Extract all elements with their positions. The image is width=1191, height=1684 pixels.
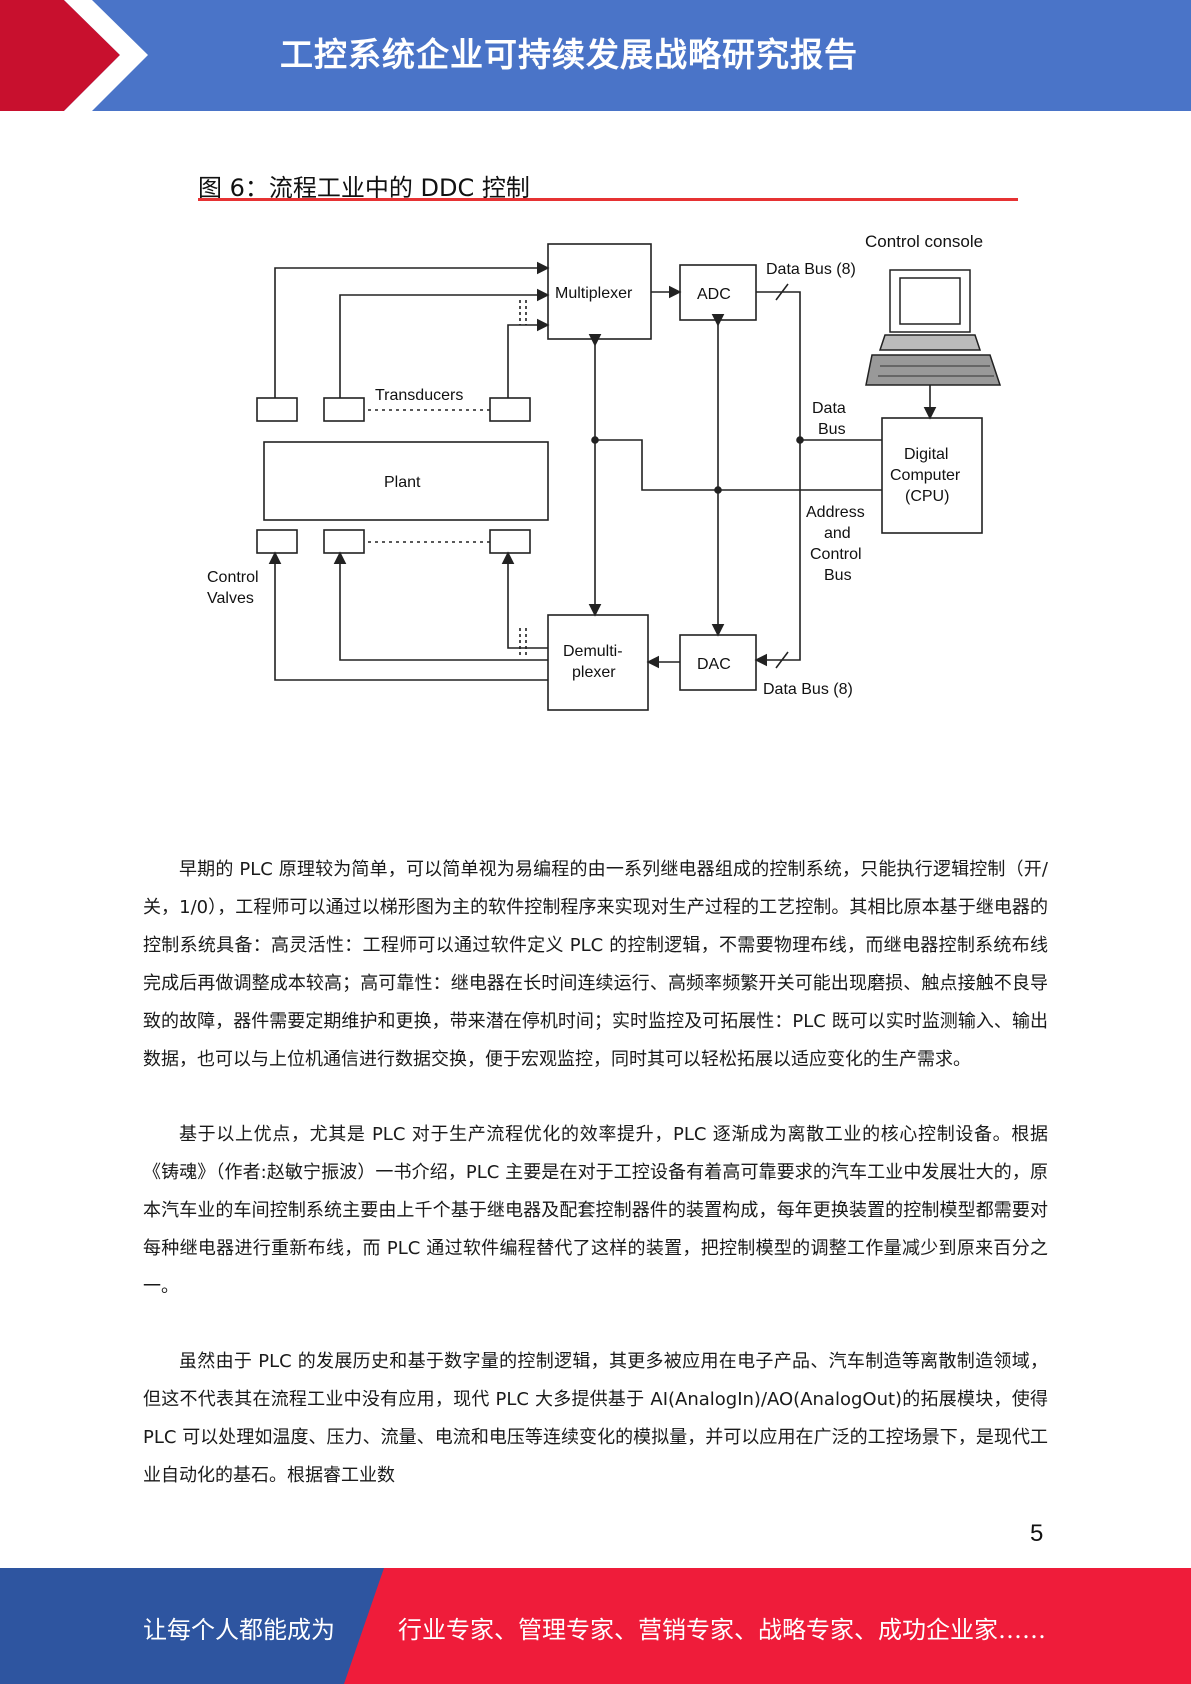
footer-background xyxy=(0,1568,1191,1684)
transducer-box-2 xyxy=(323,397,365,422)
label-address-bus-3: Control xyxy=(810,546,862,563)
valve-box-3 xyxy=(489,529,531,554)
label-demultiplexer-1: Demulti- xyxy=(563,643,623,660)
ddc-control-diagram: Control console Multiplexer ADC Data Bus… xyxy=(207,232,1002,711)
footer-slogan-left: 让每个人都能成为 xyxy=(143,1616,335,1644)
label-control-console: Control console xyxy=(865,232,983,251)
valve-box-1 xyxy=(256,529,298,554)
label-data-bus-right-1: Data xyxy=(812,400,846,417)
header-chevron-decoration xyxy=(0,0,148,111)
label-digital-computer-1: Digital xyxy=(904,446,948,463)
paragraph-1: 早期的 PLC 原理较为简单，可以简单视为易编程的由一系列继电器组成的控制系统，… xyxy=(143,859,1048,1070)
label-address-bus-2: and xyxy=(824,525,851,542)
label-transducers: Transducers xyxy=(375,387,463,404)
label-adc: ADC xyxy=(697,286,731,303)
valve-box-2 xyxy=(323,529,365,554)
page-footer: 让每个人都能成为 行业专家、管理专家、营销专家、战略专家、成功企业家…… xyxy=(0,1568,1191,1684)
transducer-box-3 xyxy=(489,397,531,422)
label-dac: DAC xyxy=(697,656,731,673)
figure-title: 图 6：流程工业中的 DDC 控制 xyxy=(198,174,530,202)
page-header: 工控系统企业可持续发展战略研究报告 xyxy=(0,0,1191,111)
label-digital-computer-3: (CPU) xyxy=(905,488,949,505)
label-control-valves-2: Valves xyxy=(207,590,254,607)
control-console-icon xyxy=(865,269,1002,386)
report-title: 工控系统企业可持续发展战略研究报告 xyxy=(280,35,858,74)
plant-box xyxy=(263,441,549,521)
label-digital-computer-2: Computer xyxy=(890,467,961,484)
label-control-valves-1: Control xyxy=(207,569,259,586)
figure-title-rule xyxy=(198,198,1018,201)
body-text: 早期的 PLC 原理较为简单，可以简单视为易编程的由一系列继电器组成的控制系统，… xyxy=(143,851,1048,1532)
label-data-bus-top: Data Bus (8) xyxy=(766,261,856,278)
transducer-box-1 xyxy=(256,397,298,422)
paragraph-2: 基于以上优点，尤其是 PLC 对于生产流程优化的效率提升，PLC 逐渐成为离散工… xyxy=(143,1124,1048,1297)
label-data-bus-bottom: Data Bus (8) xyxy=(763,681,853,698)
page-number: 5 xyxy=(1030,1520,1044,1547)
demultiplexer-box xyxy=(547,614,649,711)
label-demultiplexer-2: plexer xyxy=(572,664,616,681)
label-address-bus-4: Bus xyxy=(824,567,852,584)
label-address-bus-1: Address xyxy=(806,504,865,521)
paragraph-3: 虽然由于 PLC 的发展历史和基于数字量的控制逻辑，其更多被应用在电子产品、汽车… xyxy=(143,1351,1048,1486)
label-plant: Plant xyxy=(384,474,421,491)
footer-slogan-right: 行业专家、管理专家、营销专家、战略专家、成功企业家…… xyxy=(398,1616,1046,1644)
label-multiplexer: Multiplexer xyxy=(555,285,633,302)
label-data-bus-right-2: Bus xyxy=(818,421,846,438)
